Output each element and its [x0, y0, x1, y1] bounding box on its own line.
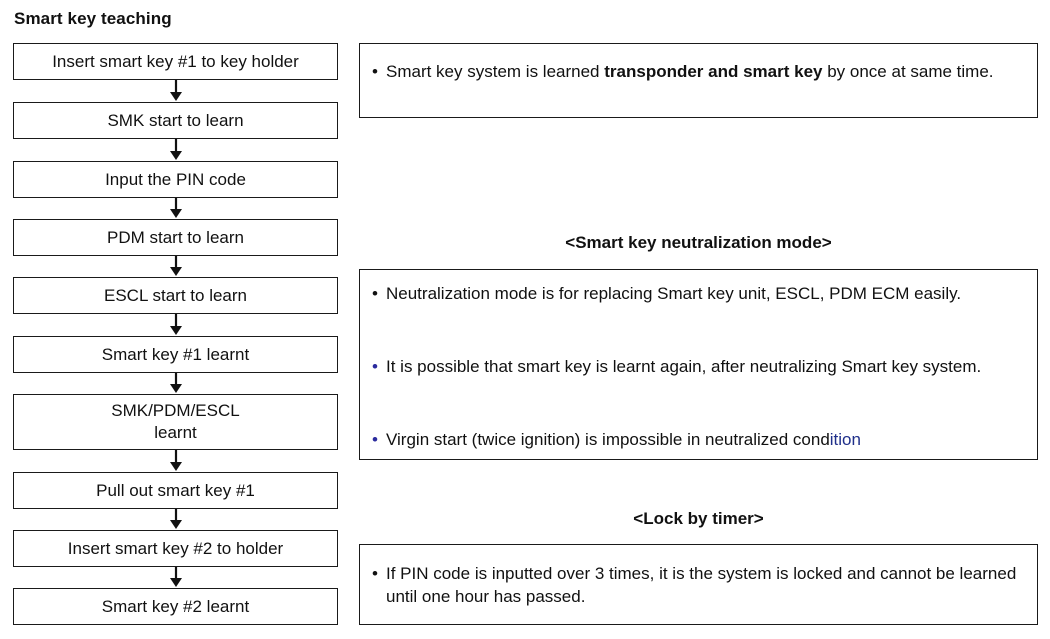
smart-key-system-note: • Smart key system is learned transponde… — [359, 43, 1038, 118]
flow-step-smk-start: SMK start to learn — [13, 102, 338, 139]
bullet-dot: • — [372, 62, 378, 81]
bullet-dot: • — [372, 284, 378, 303]
neutralization-bullet-2: • It is possible that smart key is learn… — [372, 357, 982, 376]
lock-timer-heading: <Lock by timer> — [633, 509, 764, 528]
diagram-title: Smart key teaching — [14, 9, 172, 28]
flow-arrow-head — [170, 520, 182, 529]
flow-step-insert-key-1: Insert smart key #1 to key holder — [13, 43, 338, 80]
bullet-dot: • — [372, 357, 378, 376]
flow-step-smk-pdm-escl-learnt: SMK/PDM/ESCL learnt — [13, 394, 338, 450]
lock-timer-panel: • If PIN code is inputted over 3 times, … — [359, 544, 1038, 625]
neutralization-bullet-1: • Neutralization mode is for replacing S… — [372, 284, 962, 303]
flow-arrow-head — [170, 384, 182, 393]
flow-step-insert-key-2: Insert smart key #2 to holder — [13, 530, 338, 567]
flow-arrow-head — [170, 151, 182, 160]
neutralization-heading: <Smart key neutralization mode> — [565, 233, 832, 252]
flow-arrow-head — [170, 462, 182, 471]
bullet-dot: • — [372, 430, 378, 449]
flow-step-pull-out-key-1: Pull out smart key #1 — [13, 472, 338, 509]
flow-arrow-head — [170, 267, 182, 276]
flow-arrow-head — [170, 209, 182, 218]
lock-timer-bullet-1: • If PIN code is inputted over 3 times, … — [372, 564, 1017, 606]
flow-step-escl-start: ESCL start to learn — [13, 277, 338, 314]
flow-arrow-head — [170, 326, 182, 335]
flow-step-input-pin: Input the PIN code — [13, 161, 338, 198]
flow-step-key-1-learnt: Smart key #1 learnt — [13, 336, 338, 373]
flow-arrow-head — [170, 92, 182, 101]
flow-step-key-2-learnt: Smart key #2 learnt — [13, 588, 338, 625]
neutralization-bullet-3: • Virgin start (twice ignition) is impos… — [372, 430, 861, 449]
smart-key-system-bullet: • Smart key system is learned transponde… — [372, 62, 994, 81]
flow-arrow-head — [170, 578, 182, 587]
bullet-dot: • — [372, 564, 378, 583]
flow-step-pdm-start: PDM start to learn — [13, 219, 338, 256]
neutralization-panel: • Neutralization mode is for replacing S… — [359, 269, 1038, 460]
